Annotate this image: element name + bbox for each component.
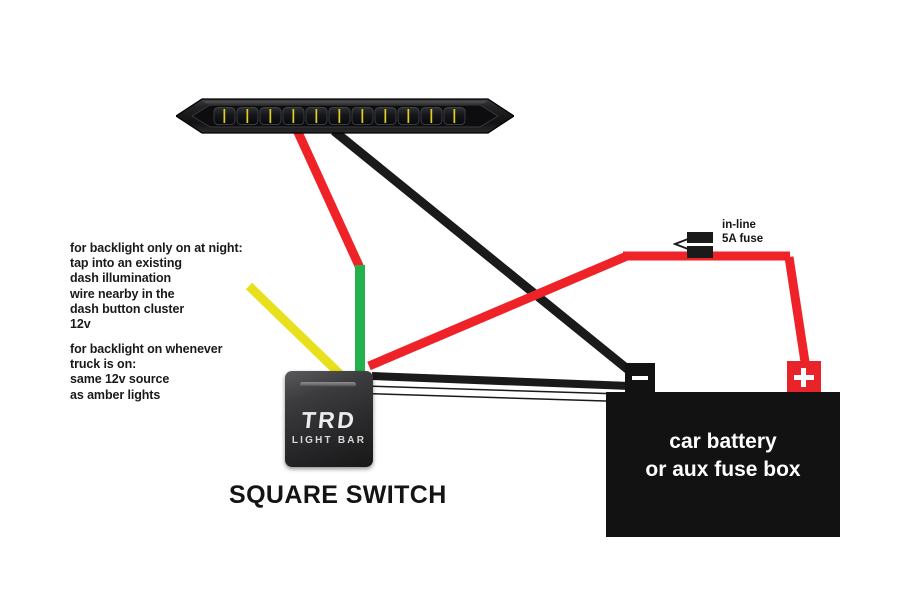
light-bar-leds (213, 107, 466, 125)
wire-light-bar-ground-black (331, 127, 634, 376)
arrow-left-icon (673, 238, 689, 250)
fuse-element-line (687, 243, 713, 246)
minus-icon (632, 376, 648, 380)
note-backlight-night: for backlight only on at night: tap into… (70, 241, 243, 332)
fuse-label: in-line 5A fuse (722, 219, 764, 245)
battery-terminal-positive (787, 361, 821, 394)
wire-switch-power-red (367, 251, 629, 371)
wire-switch-ground-black (371, 372, 631, 390)
fuse-icon (687, 232, 713, 258)
battery-terminal-negative (625, 363, 655, 393)
led-light-bar (176, 98, 514, 134)
square-switch[interactable]: TRD LIGHT BAR (285, 371, 373, 467)
switch-logo-light-bar: LIGHT BAR (291, 435, 367, 446)
plus-icon-vertical (801, 368, 806, 387)
square-switch-caption: SQUARE SWITCH (229, 481, 447, 509)
wire-dash-illumination-yellow (245, 282, 349, 383)
note-backlight-always: for backlight on whenever truck is on: s… (70, 342, 223, 402)
wire-light-bar-positive-red (292, 128, 365, 270)
wire-switch-ground-white (371, 387, 631, 401)
wire-fuse-to-positive-red (784, 256, 810, 363)
switch-logo-trd: TRD (300, 407, 358, 433)
battery-body: car battery or aux fuse box (606, 392, 840, 537)
switch-slot (300, 382, 356, 387)
light-bar-highlight (202, 100, 488, 104)
battery-label: car battery or aux fuse box (645, 430, 801, 481)
